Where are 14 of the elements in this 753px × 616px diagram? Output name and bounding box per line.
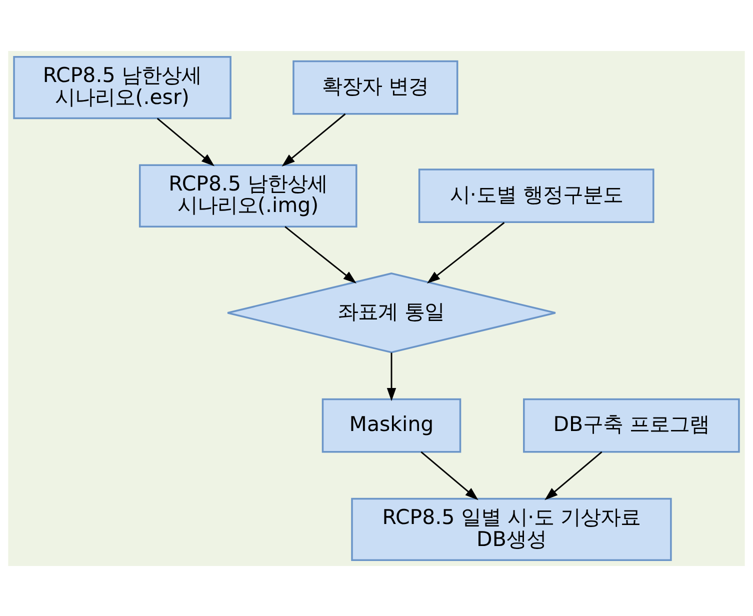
arrow bbox=[156, 117, 214, 166]
node-box: Masking bbox=[322, 398, 462, 452]
node-box: RCP8.5 남한상세 시나리오(.img) bbox=[138, 164, 358, 227]
arrow bbox=[284, 226, 356, 284]
node-box: RCP8.5 남한상세 시나리오(.esr) bbox=[13, 55, 232, 119]
arrow bbox=[544, 450, 602, 500]
arrow bbox=[420, 450, 478, 500]
node-box: 시·도별 행정구분도 bbox=[418, 168, 654, 223]
node-box: RCP8.5 일별 시·도 기상자료 DB생성 bbox=[351, 497, 672, 561]
arrow bbox=[386, 352, 396, 401]
node-box: DB구축 프로그램 bbox=[523, 398, 740, 452]
node-box: 확장자 변경 bbox=[292, 60, 458, 114]
arrow bbox=[282, 112, 346, 166]
arrow bbox=[426, 222, 505, 283]
